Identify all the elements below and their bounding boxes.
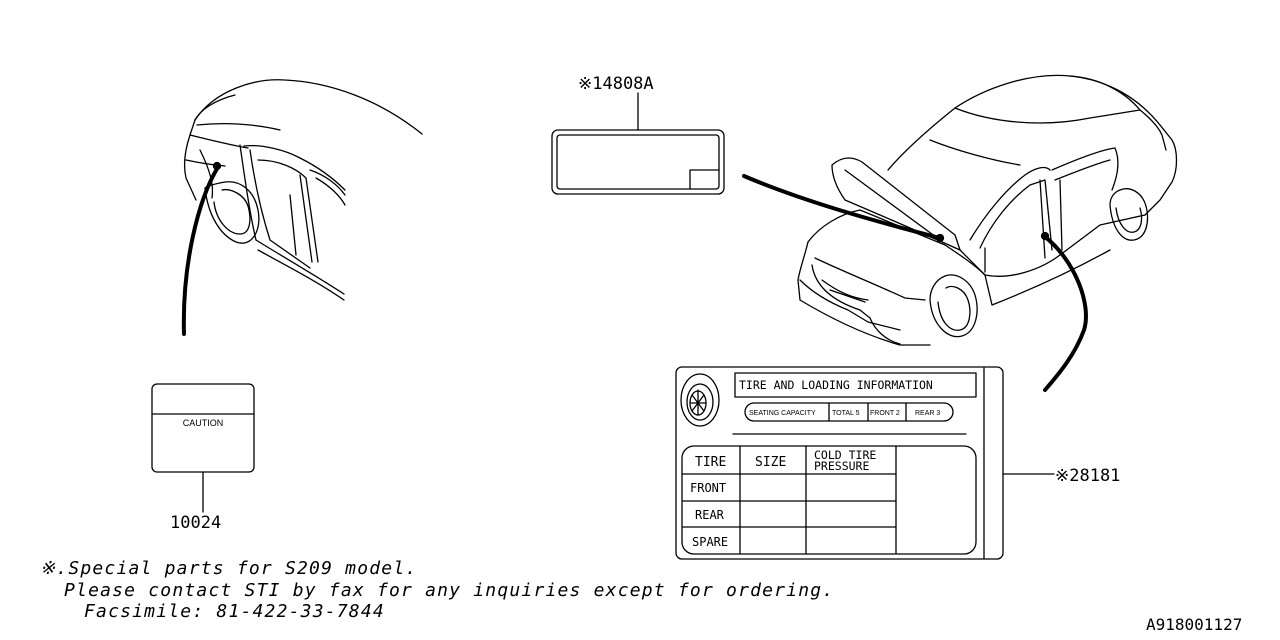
- table-header-tire: TIRE: [695, 455, 726, 470]
- table-header-size: SIZE: [755, 455, 786, 470]
- label-14808a-illustration: [551, 92, 725, 195]
- note-line-1: ※.Special parts for S209 model.: [40, 558, 418, 579]
- table-row-front: FRONT: [690, 481, 726, 495]
- table-header-pressure: PRESSURE: [814, 459, 869, 473]
- caution-label-illustration: [151, 383, 255, 513]
- note-line-2: Please contact STI by fax for any inquir…: [64, 580, 835, 601]
- seating-total-text: TOTAL 5: [832, 410, 860, 417]
- tire-loading-label-illustration: [675, 366, 1055, 560]
- seating-capacity-text: SEATING CAPACITY: [749, 410, 816, 417]
- callout-10024: 10024: [170, 513, 221, 533]
- seating-front-text: FRONT 2: [870, 410, 900, 417]
- tire-label-title: TIRE AND LOADING INFORMATION: [739, 378, 933, 392]
- note-line-3: Facsimile: 81-422-33-7844: [84, 601, 385, 622]
- caution-label-text: CAUTION: [183, 418, 224, 428]
- table-row-rear: REAR: [695, 508, 725, 522]
- table-header-cold-tire: COLD TIRE: [814, 448, 876, 462]
- leader-lines: [181, 161, 1088, 392]
- callout-14808a: ※14808A: [578, 74, 654, 94]
- car-front-view-illustration: [797, 74, 1178, 346]
- table-row-spare: SPARE: [692, 535, 728, 549]
- seating-rear-text: REAR 3: [915, 410, 940, 417]
- car-rear-view-illustration: [183, 79, 423, 301]
- callout-28181: ※28181: [1055, 466, 1120, 486]
- diagram-id: A918001127: [1146, 615, 1242, 634]
